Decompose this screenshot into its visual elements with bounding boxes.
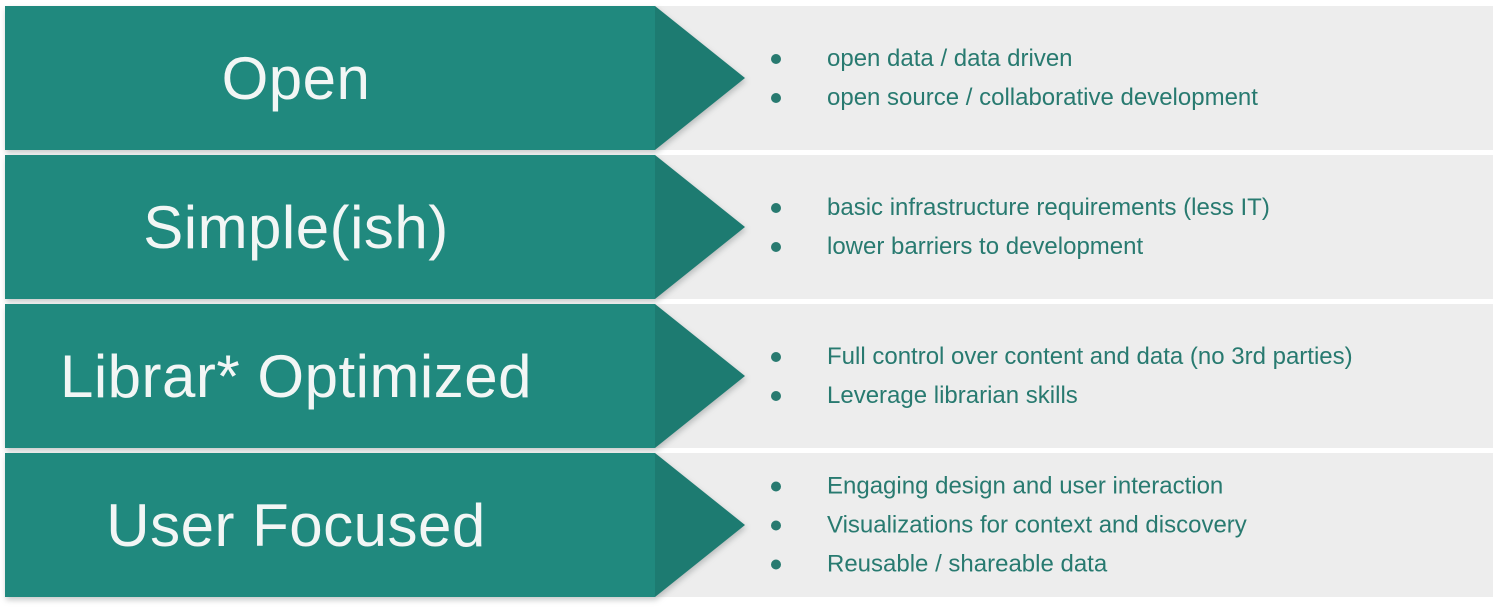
arrow-body: Open [5,6,655,150]
arrow-body: User Focused [5,453,655,597]
row-title: User Focused [106,491,486,559]
bullet-icon [771,241,781,252]
arrow-body: Librar* Optimized [5,304,655,448]
list-item: open source / collaborative development [771,78,1258,117]
arrow-head-icon [655,6,745,150]
arrow-head-icon [655,304,745,448]
arrow-banner: Open [5,6,745,150]
list-item: open data / data driven [771,39,1258,78]
bullet-text: Engaging design and user interaction [827,472,1224,499]
arrow-banner: User Focused [5,453,745,597]
list-item: Full control over content and data (no 3… [771,337,1353,376]
arrow-banner: Simple(ish) [5,155,745,299]
arrow-head-icon [655,155,745,299]
arrow-banner: Librar* Optimized [5,304,745,448]
bullet-text: lower barriers to development [827,232,1144,260]
bullet-icon [771,351,781,362]
bullet-text: open source / collaborative development [827,83,1258,111]
bullet-icon [771,202,781,213]
bullet-list: Engaging design and user interaction Vis… [771,467,1247,584]
list-item: Reusable / shareable data [771,545,1247,584]
bullet-icon [771,92,781,103]
bullet-text: Full control over content and data (no 3… [827,342,1353,370]
bullet-text: Visualizations for context and discovery [827,511,1247,538]
feature-row-librar-optimized: Librar* Optimized Full control over cont… [5,304,1493,448]
list-item: lower barriers to development [771,227,1270,266]
bullet-list: Full control over content and data (no 3… [771,337,1353,415]
row-title: Open [221,44,371,112]
bullet-icon [771,520,781,530]
row-title: Simple(ish) [143,193,449,261]
arrow-head-icon [655,453,745,597]
list-item: basic infrastructure requirements (less … [771,188,1270,227]
bullet-text: Leverage librarian skills [827,381,1078,409]
bullet-list: basic infrastructure requirements (less … [771,188,1270,266]
bullet-icon [771,390,781,401]
bullet-text: basic infrastructure requirements (less … [827,193,1270,221]
row-title: Librar* Optimized [59,342,532,410]
bullet-icon [771,559,781,569]
bullet-text: Reusable / shareable data [827,550,1108,577]
bullet-list: open data / data driven open source / co… [771,39,1258,117]
list-item: Engaging design and user interaction [771,467,1247,506]
bullet-icon [771,481,781,491]
feature-row-open: Open open data / data driven open source… [5,6,1493,150]
bullet-text: open data / data driven [827,44,1073,72]
feature-row-user-focused: User Focused Engaging design and user in… [5,453,1493,597]
feature-row-simple: Simple(ish) basic infrastructure require… [5,155,1493,299]
arrow-body: Simple(ish) [5,155,655,299]
list-item: Visualizations for context and discovery [771,506,1247,545]
list-item: Leverage librarian skills [771,376,1353,415]
bullet-icon [771,53,781,64]
